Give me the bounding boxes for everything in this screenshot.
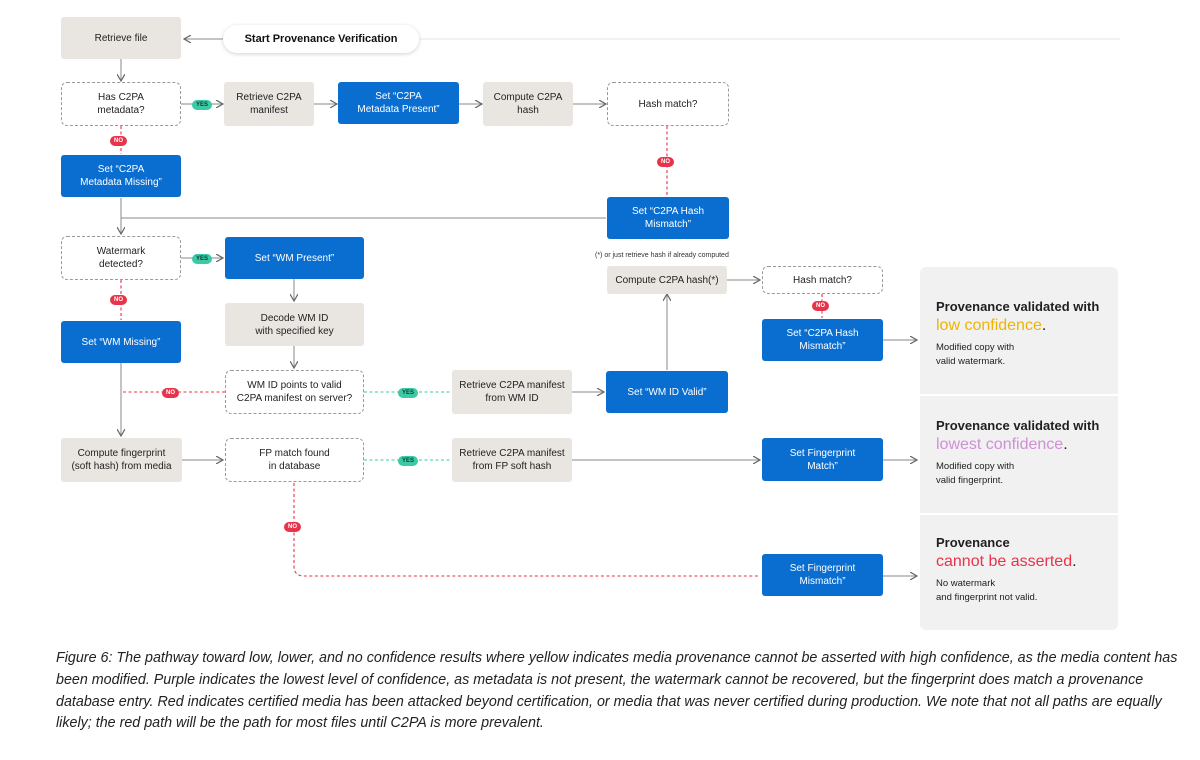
yes-badge: YES xyxy=(192,254,213,264)
result-panel-none: Provenance cannot be asserted. No waterm… xyxy=(920,515,1118,630)
result-panel-low: Provenance validated with low confidence… xyxy=(920,267,1118,394)
no-badge: NO xyxy=(284,522,301,532)
confidence-suffix: . xyxy=(1041,316,1047,334)
watermark-detected-decision: Watermark detected? xyxy=(61,236,181,280)
decode-wm-step: Decode WM ID with specified key xyxy=(225,303,364,346)
figure-caption: Figure 6: The pathway toward low, lower,… xyxy=(56,648,1186,735)
set-fp-match-step: Set Fingerprint Match” xyxy=(762,438,883,481)
compute-fingerprint-step: Compute fingerprint (soft hash) from med… xyxy=(61,438,182,482)
result-confidence: low confidence. xyxy=(936,316,1102,336)
set-hash-mismatch-step: Set “C2PA Hash Mismatch” xyxy=(607,197,729,239)
result-heading: Provenance xyxy=(936,535,1010,550)
compute-hash-note: (*) or just retrieve hash if already com… xyxy=(595,252,729,259)
compute-hash-star-step: Compute C2PA hash(*) xyxy=(607,266,727,294)
set-metadata-missing-step: Set “C2PA Metadata Missing” xyxy=(61,155,181,197)
yes-badge: YES xyxy=(398,388,419,398)
retrieve-manifest-step: Retrieve C2PA manifest xyxy=(224,82,314,126)
has-c2pa-decision: Has C2PA metadata? xyxy=(61,82,181,126)
start-verification: Start Provenance Verification xyxy=(223,25,419,53)
confidence-suffix: . xyxy=(1072,552,1077,570)
set-hash-mismatch-step-2: Set “C2PA Hash Mismatch” xyxy=(762,319,883,361)
confidence-label: lowest confidence xyxy=(936,435,1064,453)
set-fp-mismatch-step: Set Fingerprint Mismatch” xyxy=(762,554,883,596)
set-wm-present-step: Set “WM Present” xyxy=(225,237,364,279)
set-metadata-present-step: Set “C2PA Metadata Present” xyxy=(338,82,459,124)
result-heading: Provenance validated with xyxy=(936,418,1100,433)
retrieve-manifest-fp-step: Retrieve C2PA manifest from FP soft hash xyxy=(452,438,572,482)
result-heading: Provenance validated with xyxy=(936,299,1100,314)
no-badge: NO xyxy=(162,388,179,398)
no-badge: NO xyxy=(110,136,127,146)
yes-badge: YES xyxy=(398,456,419,466)
no-badge: NO xyxy=(812,301,829,311)
wm-points-valid-decision: WM ID points to valid C2PA manifest on s… xyxy=(225,370,364,414)
retrieve-file-step: Retrieve file xyxy=(61,17,181,59)
result-confidence: lowest confidence. xyxy=(936,435,1102,455)
provenance-flow-diagram: Start Provenance Verification Retrieve f… xyxy=(61,17,1120,630)
result-confidence: cannot be asserted. xyxy=(936,552,1102,572)
yes-badge: YES xyxy=(192,100,213,110)
caption-body: yellow indicates media provenance cannot… xyxy=(56,650,1178,732)
result-detail: Modified copy with valid watermark. xyxy=(936,341,1015,367)
confidence-label: low confidence xyxy=(936,316,1042,334)
compute-hash-step: Compute C2PA hash xyxy=(483,82,573,126)
hash-match-decision-2: Hash match? xyxy=(762,266,883,294)
result-panel-lowest: Provenance validated with lowest confide… xyxy=(920,396,1118,513)
confidence-suffix: . xyxy=(1063,435,1068,453)
set-wm-missing-step: Set “WM Missing” xyxy=(61,321,181,363)
no-badge: NO xyxy=(110,295,127,305)
caption-intro: Figure 6: The pathway toward low, lower,… xyxy=(56,650,529,666)
confidence-label: cannot be asserted xyxy=(936,552,1073,570)
result-detail: Modified copy with valid fingerprint. xyxy=(936,460,1015,486)
fp-match-decision: FP match found in database xyxy=(225,438,364,482)
no-badge: NO xyxy=(657,157,674,167)
set-wm-id-valid-step: Set “WM ID Valid” xyxy=(606,371,728,413)
result-detail: No watermark and fingerprint not valid. xyxy=(936,577,1038,603)
hash-match-decision: Hash match? xyxy=(607,82,729,126)
retrieve-manifest-wm-step: Retrieve C2PA manifest from WM ID xyxy=(452,370,572,414)
